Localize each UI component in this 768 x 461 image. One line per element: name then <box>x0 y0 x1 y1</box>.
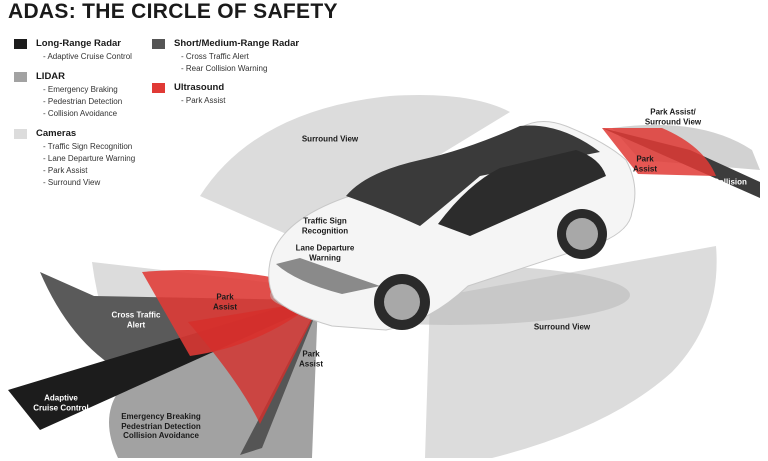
zone-label-park-assist-surround-view: Park Assist/ Surround View <box>644 107 702 127</box>
legend-title: Cameras <box>36 128 77 139</box>
legend-items: - Adaptive Cruise Control <box>43 51 132 63</box>
legend-item: - Park Assist <box>181 96 226 105</box>
legend-title: LIDAR <box>36 71 66 82</box>
zone-label-cross-traffic-alert: Cross Traffic Alert <box>111 310 161 330</box>
zone-label-traffic-sign-recognition: Traffic Sign Recognition <box>301 216 349 236</box>
legend-swatch <box>152 83 165 93</box>
legend-item: - Rear Collision Warning <box>181 64 268 73</box>
zone-label-rear-collision-warning: Rear Collision Warning <box>693 177 747 197</box>
page-title: ADAS: THE CIRCLE OF SAFETY <box>8 0 338 23</box>
legend-title: Long-Range Radar <box>36 38 121 49</box>
surround-view-top-sector <box>200 95 510 241</box>
legend-title: Short/Medium-Range Radar <box>174 38 300 49</box>
legend-item: - Park Assist <box>43 166 88 175</box>
zone-label-surround-view-top: Surround View <box>301 134 359 144</box>
zone-label-park-assist-front-left: Park Assist <box>212 292 238 312</box>
legend-item: - Cross Traffic Alert <box>181 52 249 61</box>
legend-item: - Lane Departure Warning <box>43 154 136 163</box>
legend-swatch <box>14 129 27 139</box>
legend-item: - Traffic Sign Recognition <box>43 142 133 151</box>
park-assist-rear-sector <box>602 128 716 176</box>
zone-label-adaptive-cruise-control: Adaptive Cruise Control <box>33 393 89 413</box>
zone-label-lane-departure-warning: Lane Departure Warning <box>295 243 355 263</box>
zone-label-park-assist-rear: Park Assist <box>632 154 658 174</box>
legend-items: - Park Assist <box>181 95 225 107</box>
legend-title: Ultrasound <box>174 82 225 93</box>
zone-label-emergency-braking: Emergency Breaking Pedestrian Detection … <box>121 411 201 440</box>
zone-label-park-assist-front: Park Assist <box>298 349 324 369</box>
legend-swatch <box>14 72 27 82</box>
legend-item: - Pedestrian Detection <box>43 97 123 106</box>
zone-label-surround-view-right: Surround View <box>533 322 591 332</box>
park-assist-front-sector <box>188 300 322 424</box>
legend-swatch <box>152 39 165 49</box>
legend-swatch <box>14 39 27 49</box>
legend-items: - Traffic Sign Recognition - Lane Depart… <box>43 141 135 189</box>
legend-item: - Surround View <box>43 178 101 187</box>
legend-item: - Adaptive Cruise Control <box>43 52 132 61</box>
car-illustration <box>268 121 636 331</box>
legend-items: - Cross Traffic Alert - Rear Collision W… <box>181 51 267 75</box>
legend-item: - Collision Avoidance <box>43 109 118 118</box>
legend-items: - Emergency Braking - Pedestrian Detecti… <box>43 84 122 120</box>
legend-item: - Emergency Braking <box>43 85 118 94</box>
